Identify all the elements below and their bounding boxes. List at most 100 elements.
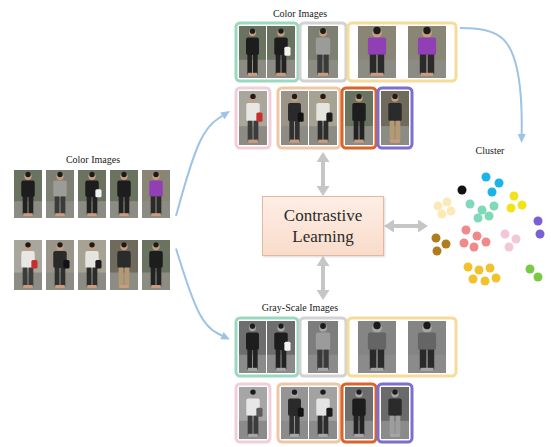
cluster-point (488, 188, 497, 197)
photo-background (239, 26, 266, 78)
cluster-frame (348, 23, 456, 81)
person-skin-leg (421, 73, 434, 76)
photo-background (142, 170, 170, 218)
person-leg (282, 55, 287, 75)
person-skin-leg (248, 140, 258, 143)
photo-background (46, 240, 74, 290)
photo-ground (239, 421, 267, 439)
person-head (24, 173, 31, 180)
person-head (249, 390, 256, 397)
person-skin-leg (318, 140, 328, 143)
person-hair (250, 94, 255, 99)
cluster-frame (378, 384, 412, 442)
photo-background (308, 321, 338, 373)
person-leg (324, 121, 329, 142)
person-skin-leg (390, 140, 400, 143)
person-head (291, 95, 298, 102)
person-hair (356, 94, 361, 99)
person-torso (418, 332, 436, 350)
person-leg (125, 268, 130, 287)
person-torso (352, 398, 365, 416)
cluster-point (510, 192, 519, 201)
person-leg (276, 350, 281, 370)
photo-ground (78, 273, 106, 291)
input-images (14, 170, 170, 290)
person-leg (29, 268, 34, 287)
photo-ground (381, 126, 409, 145)
person-bag (95, 260, 101, 269)
person-head (391, 390, 398, 397)
person-leg (295, 416, 300, 436)
cluster-frame (278, 88, 340, 148)
person-leg (428, 350, 434, 370)
group-heading: Color Images (230, 8, 370, 20)
person-hair (373, 322, 380, 329)
cluster-point (469, 275, 478, 284)
person-bag (326, 113, 332, 122)
photo-background (281, 91, 308, 145)
photo-ground (309, 126, 337, 145)
person-head (249, 324, 256, 331)
cluster-frame (342, 88, 376, 148)
cluster-point (432, 234, 441, 243)
person-skin-leg (23, 213, 33, 216)
box-label: Contrastive Learning (273, 205, 373, 247)
cluster-point (434, 202, 443, 211)
person-hair (121, 172, 126, 177)
person-head (88, 173, 95, 180)
photo-ground (345, 126, 373, 145)
person-bag (256, 113, 262, 122)
person-hair (250, 324, 255, 329)
person-leg (396, 121, 401, 142)
person-bag (326, 408, 332, 417)
cluster-points (432, 173, 545, 286)
cluster-point (462, 226, 471, 235)
cluster-point (458, 186, 467, 195)
photo-ground (408, 60, 446, 78)
person-leg (354, 121, 359, 142)
photo-ground (239, 60, 266, 78)
person-leg (119, 268, 124, 287)
person-leg (318, 416, 323, 436)
person-leg (247, 55, 252, 75)
person-leg (289, 121, 294, 142)
person-thumbnail (110, 170, 138, 218)
person-thumbnail (239, 26, 266, 78)
person-hair (292, 94, 297, 99)
person-leg (276, 55, 281, 75)
person-skin-leg (276, 368, 286, 371)
photo-ground (308, 355, 338, 373)
photo-background (239, 91, 267, 145)
photo-ground (267, 60, 295, 78)
person-head (56, 173, 63, 180)
cluster-point (438, 210, 447, 219)
person-head (319, 29, 327, 37)
photo-ground (358, 355, 396, 373)
image-group: Color Images (10, 152, 176, 294)
photo-ground (381, 421, 409, 439)
person-hair (25, 242, 30, 247)
person-skin-leg (248, 73, 257, 76)
person-skin-leg (318, 73, 328, 76)
person-skin-leg (390, 434, 400, 437)
person-head (372, 28, 382, 38)
cluster-point (478, 206, 487, 215)
person-thumbnail (358, 321, 396, 373)
cluster-frame (236, 384, 270, 442)
person-hair (89, 172, 94, 177)
cluster-point (442, 240, 451, 249)
person-leg (151, 268, 156, 287)
cluster-point (534, 273, 543, 282)
cluster-point (470, 243, 479, 252)
person-leg (87, 268, 92, 287)
photo-ground (281, 421, 308, 439)
photo-ground (309, 421, 337, 439)
photo-ground (110, 201, 138, 218)
photo-ground (14, 201, 42, 218)
person-bag (284, 47, 290, 56)
cluster-frame (236, 88, 270, 148)
person-skin-leg (371, 73, 384, 76)
photo-ground (308, 60, 338, 78)
person-leg (61, 196, 66, 214)
flow-arrow (176, 116, 222, 216)
